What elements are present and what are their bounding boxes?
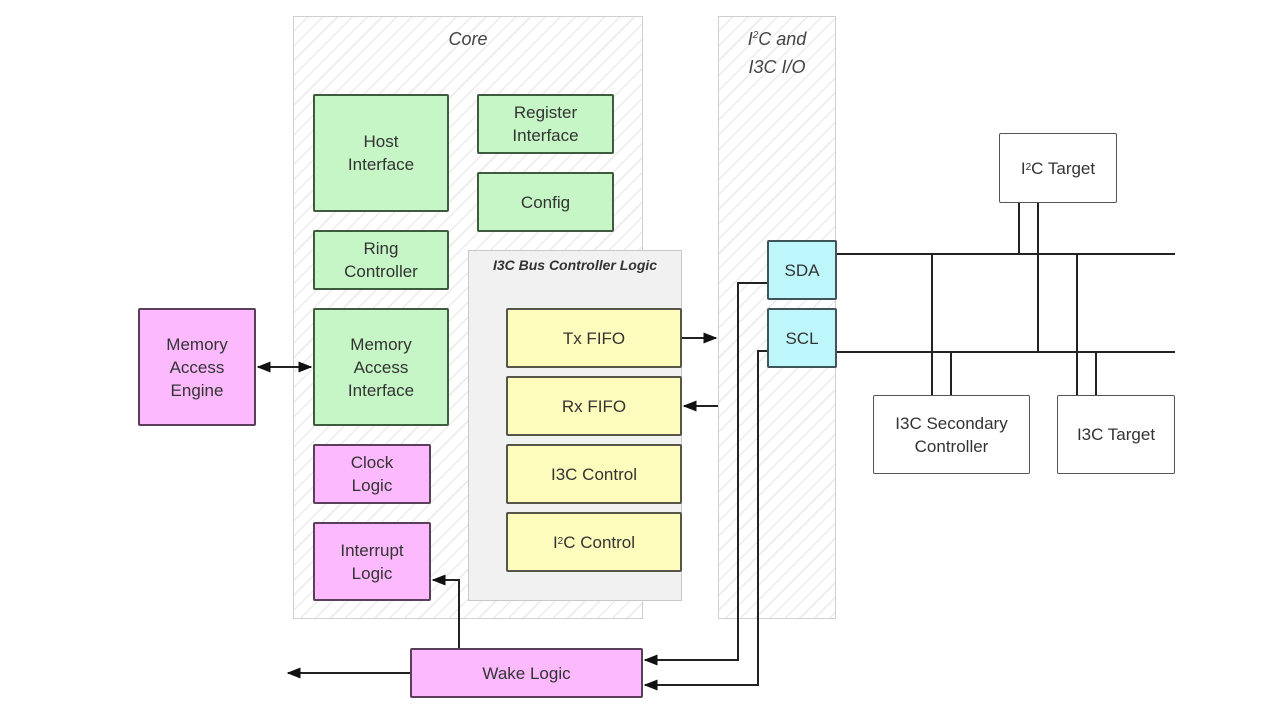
io-title-i: I	[747, 29, 753, 49]
wake-logic-block: Wake Logic	[410, 648, 643, 698]
ring-controller-block: Ring Controller	[313, 230, 449, 290]
i3c-target-block: I3C Target	[1057, 395, 1175, 474]
i2c-control-rest: C Control	[563, 532, 636, 552]
i2c-target-i: I	[1020, 158, 1026, 178]
io-region-title: I2C and I3C I/O	[719, 25, 835, 81]
scl-pin-block: SCL	[767, 308, 837, 368]
clock-logic-block: Clock Logic	[313, 444, 431, 504]
i3c-control-block: I3C Control	[506, 444, 682, 504]
memory-access-interface-block: Memory Access Interface	[313, 308, 449, 426]
host-interface-block: Host Interface	[313, 94, 449, 212]
tx-fifo-block: Tx FIFO	[506, 308, 682, 368]
io-title-rest: C and	[758, 29, 807, 49]
core-region-title: Core	[448, 29, 488, 49]
memory-access-engine-block: Memory Access Engine	[138, 308, 256, 426]
i2c-control-i: I	[552, 532, 558, 552]
io-title-sup: 2	[752, 30, 759, 41]
sda-pin-block: SDA	[767, 240, 837, 300]
io-title-line2: I3C I/O	[748, 57, 806, 77]
register-interface-block: Register Interface	[477, 94, 614, 154]
config-block: Config	[477, 172, 614, 232]
bus-controller-logic-title: I3C Bus Controller Logic	[492, 257, 658, 273]
rx-fifo-block: Rx FIFO	[506, 376, 682, 436]
interrupt-logic-block: Interrupt Logic	[313, 522, 431, 601]
i3c-secondary-controller-block: I3C Secondary Controller	[873, 395, 1030, 474]
i2c-target-rest: C Target	[1031, 158, 1096, 178]
